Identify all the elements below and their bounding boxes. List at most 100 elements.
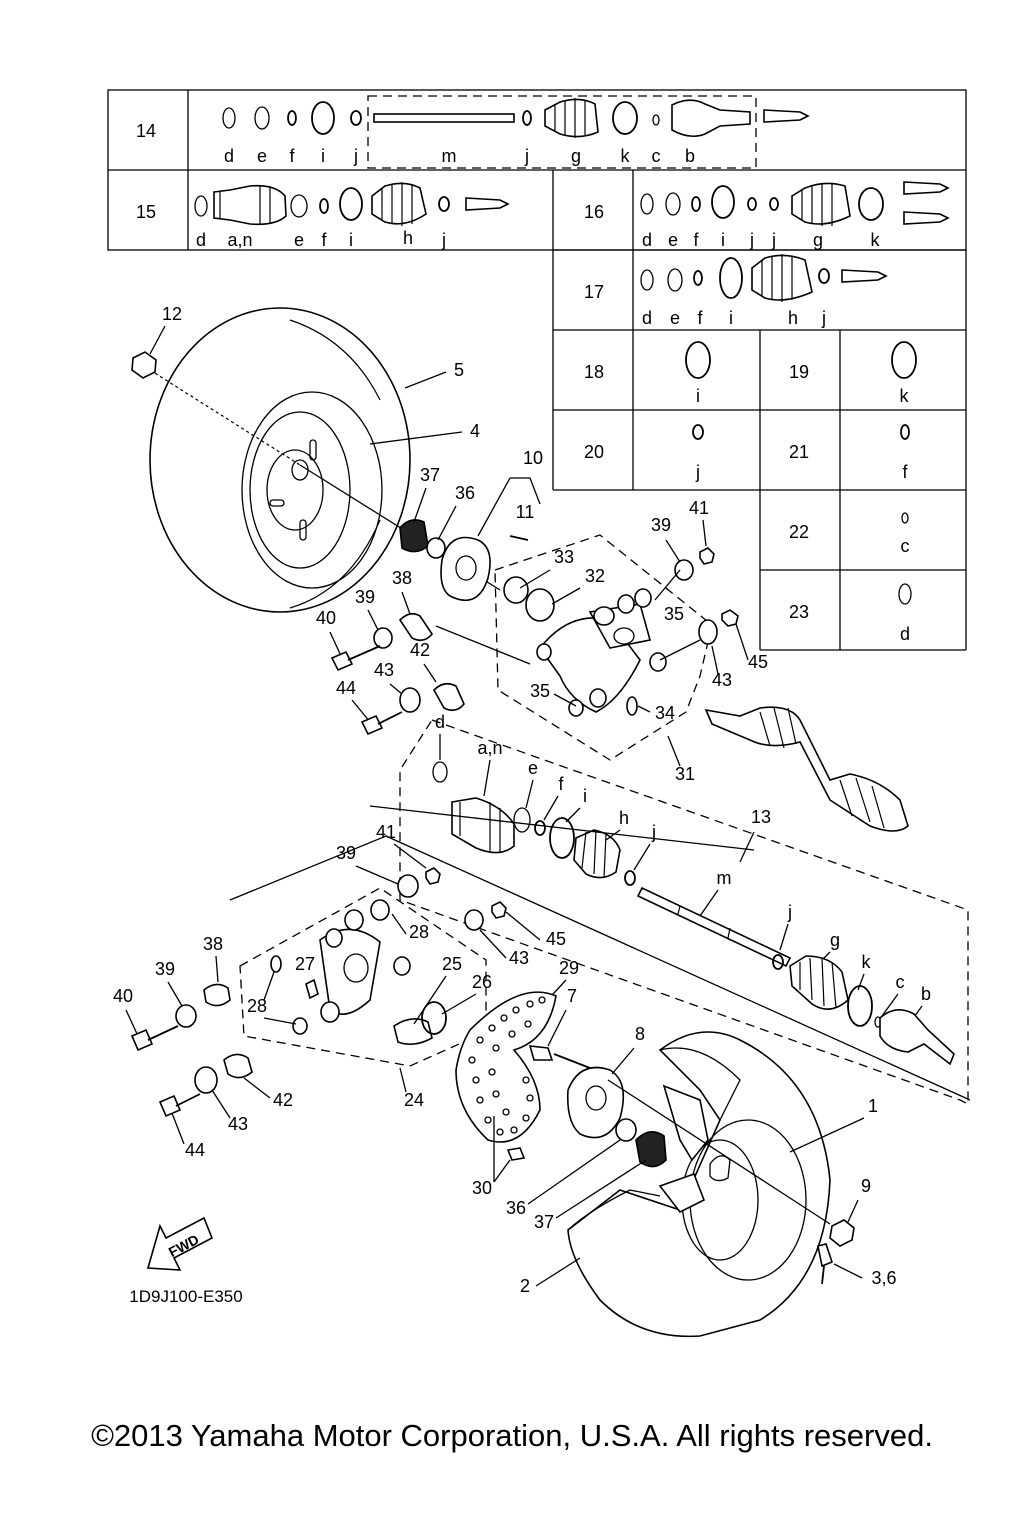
part-callout: 37 [420,465,440,485]
row-number: 21 [789,442,809,462]
part-callout: 36 [455,483,475,503]
part-callout: 41 [376,822,396,842]
component-letter: m [442,146,457,166]
part-callout: 45 [546,929,566,949]
row-number: 22 [789,522,809,542]
part-callout: h [619,808,629,828]
component-letter: j [771,230,776,250]
row-number: 16 [584,202,604,222]
part-callout: 42 [273,1090,293,1110]
row-number: 20 [584,442,604,462]
component-letter: i [321,146,325,166]
component-letter: e [670,308,680,328]
exploded-parts-diagram: 14 d e f i j m j g k c b [107,89,971,1338]
component-letter: d [900,624,910,644]
part-callout: 13 [751,807,771,827]
component-letter: g [813,230,823,250]
part-callout: 28 [247,996,267,1016]
part-callout: 31 [675,764,695,784]
component-letter: i [349,230,353,250]
part-callout: 39 [651,515,671,535]
component-letter: e [294,230,304,250]
component-letter: j [821,308,826,328]
part-callout: 28 [409,922,429,942]
part-callout: 29 [559,958,579,978]
component-letter: j [353,146,358,166]
component-letter: f [693,230,699,250]
part-callout: 27 [295,954,315,974]
part-callout: 34 [655,703,675,723]
part-callout: 35 [530,681,550,701]
part-callout: b [921,984,931,1004]
part-callout: 32 [585,566,605,586]
wheel-nut [131,351,157,379]
part-callout: 43 [509,948,529,968]
copyright-notice: ©2013 Yamaha Motor Corporation, U.S.A. A… [91,1418,933,1453]
part-callout: 39 [155,959,175,979]
component-letter: h [403,228,413,248]
table-row-18-19: 18 i 19 k [584,341,917,406]
part-callout: 39 [355,587,375,607]
row-number: 15 [136,202,156,222]
part-callout: 8 [635,1024,645,1044]
part-callout: 43 [228,1114,248,1134]
table-row-15: 15 d a,n e f i h j [136,182,510,250]
row-number: 23 [789,602,809,622]
part-callout: 25 [442,954,462,974]
component-letter: e [668,230,678,250]
part-callout: 30 [472,1178,492,1198]
component-letter: a,n [227,230,252,250]
component-letter: g [571,146,581,166]
part-callout: a,n [477,738,502,758]
component-letter: d [642,308,652,328]
part-callout: 40 [316,608,336,628]
part-callout: 36 [506,1198,526,1218]
part-callout: j [787,902,792,922]
fwd-arrow-icon: FWD [146,1216,214,1271]
component-letter: k [900,386,910,406]
component-letter: e [257,146,267,166]
component-letter: c [652,146,661,166]
part-callout: 44 [336,678,356,698]
part-callout: 3,6 [871,1268,896,1288]
component-letter: h [788,308,798,328]
component-letter: j [524,146,529,166]
component-letter: f [321,230,327,250]
table-row-22-23: 22 c 23 d [789,512,912,644]
part-callout: e [528,758,538,778]
part-callout: 2 [520,1276,530,1296]
part-callout: d [435,712,445,732]
component-letter: i [721,230,725,250]
component-letter: k [871,230,881,250]
part-callout: 35 [664,604,684,624]
part-callout: 1 [868,1096,878,1116]
part-callout: 38 [203,934,223,954]
table-row-20-21: 20 j 21 f [584,424,910,482]
row-number: 19 [789,362,809,382]
brake-disc [455,991,557,1143]
part-callout: 42 [410,640,430,660]
component-letter: j [749,230,754,250]
component-letter: f [289,146,295,166]
part-callout: 43 [712,670,732,690]
table-row-17: 17 d e f i h j [584,254,888,328]
part-callout: i [583,786,587,806]
component-letter: b [685,146,695,166]
part-callout: 26 [472,972,492,992]
component-letter: c [901,536,910,556]
part-callout: 11 [516,502,535,522]
part-callout: f [558,774,564,794]
part-callout: 9 [861,1176,871,1196]
part-callout: 4 [470,421,480,441]
component-letter: i [729,308,733,328]
table-row-16: 16 d e f i j j g k [584,181,950,250]
row-number: 17 [584,282,604,302]
part-callout: 45 [748,652,768,672]
part-callout: g [830,930,840,950]
component-letter: k [621,146,631,166]
row-number: 14 [136,121,156,141]
component-letter: d [642,230,652,250]
component-letter: f [902,462,908,482]
diagram-code: 1D9J100-E350 [129,1287,242,1306]
rear-wheel-tire [567,1031,831,1338]
